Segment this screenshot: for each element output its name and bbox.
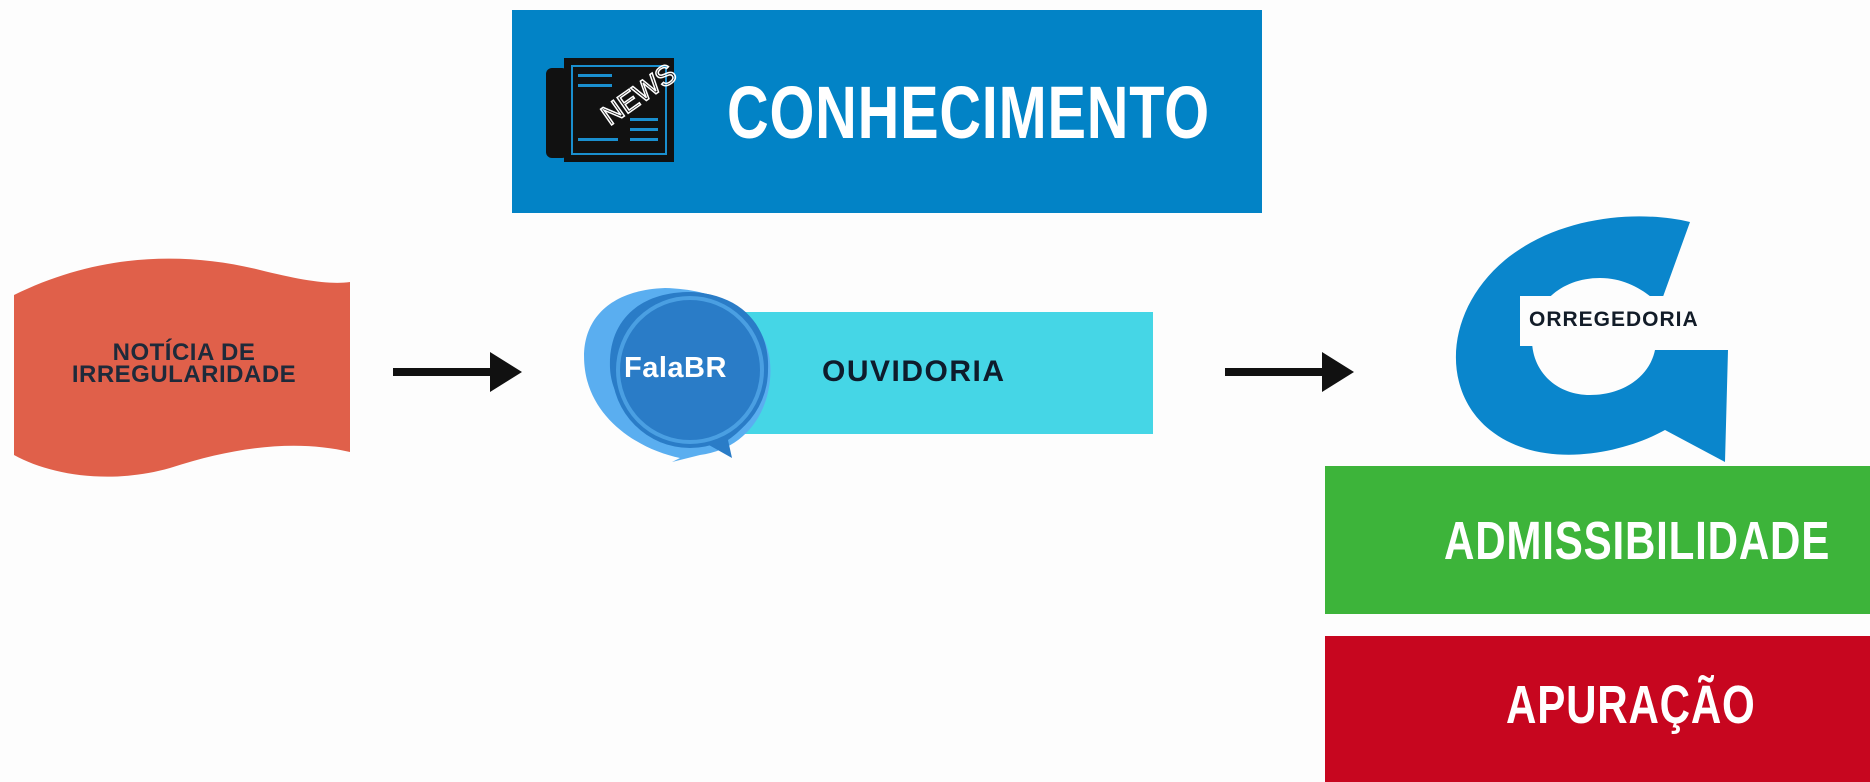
newspaper-icon: NEWS <box>546 58 678 162</box>
noticia-label: NOTÍCIA DE IRREGULARIDADE <box>14 339 354 388</box>
falabr-logo-text: FalaBR <box>624 352 727 384</box>
noticia-label-line1: NOTÍCIA DE <box>112 339 256 366</box>
apuracao-banner: APURAÇÃO <box>1325 636 1870 782</box>
ouvidoria-bar <box>728 312 1153 434</box>
noticia-label-line2: IRREGULARIDADE <box>71 361 297 388</box>
apuracao-label: APURAÇÃO <box>1506 675 1756 735</box>
arrow-right-2 <box>1225 352 1354 392</box>
admissibilidade-label: ADMISSIBILIDADE <box>1444 511 1831 571</box>
corregedoria-g-logo <box>1455 216 1730 462</box>
admissibilidade-banner: ADMISSIBILIDADE <box>1325 466 1870 614</box>
arrow-right-1 <box>393 352 522 392</box>
corregedoria-label: ORREGEDORIA <box>1529 308 1699 331</box>
falabr-logo <box>584 288 771 462</box>
conhecimento-label: CONHECIMENTO <box>727 71 1210 154</box>
conhecimento-banner: NEWS CONHECIMENTO <box>512 10 1262 213</box>
ouvidoria-label: OUVIDORIA <box>822 355 1006 388</box>
